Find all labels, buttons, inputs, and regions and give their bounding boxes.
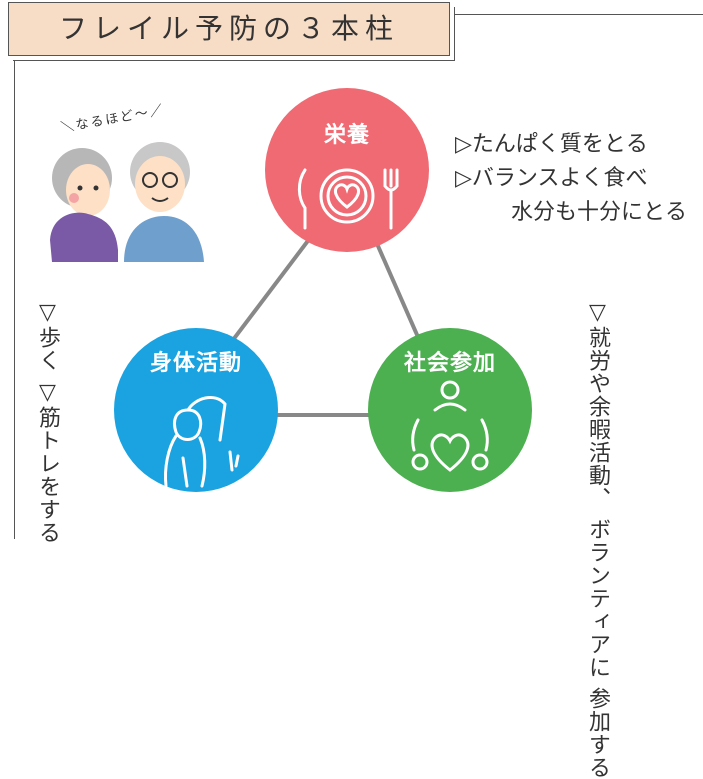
physical-label: 身体活動 [149,351,242,376]
social-tip-2: ボランティアに [585,518,610,679]
title-banner: フレイル予防の３本柱 [8,2,450,56]
people-heart-icon [411,380,489,472]
social-tip-1: ▽就労や余暇活動、 [585,300,610,510]
frame-top-line [455,14,703,15]
physical-tip-1: ▽歩く [35,300,60,372]
nutrition-tip-1: ▷たんぱく質をとる [455,132,648,157]
social-tip-3: 参加する [585,687,610,779]
physical-circle [114,328,278,492]
social-tips: ▽就労や余暇活動、 ボランティアに 参加する [582,300,612,779]
page-title: フレイル予防の３本柱 [58,12,399,45]
plate-heart-icon [297,168,399,230]
elderly-couple-icon [50,142,204,262]
frame-left-line [14,60,15,539]
nutrition-tip-3: 水分も十分にとる [510,200,687,225]
stretching-person-icon [164,395,240,488]
physical-tips: ▽歩く ▽筋トレをする [32,300,62,544]
physical-tip-2: ▽筋トレをする [35,380,60,544]
nutrition-label: 栄養 [323,123,370,148]
social-circle [368,328,532,492]
social-label: 社会参加 [403,351,496,376]
pillars-diagram [50,88,532,492]
nutrition-tips: ▷たんぱく質をとる ▷バランスよく食べ 水分も十分にとる [455,128,687,230]
nutrition-tip-2: ▷バランスよく食べ [455,166,648,191]
